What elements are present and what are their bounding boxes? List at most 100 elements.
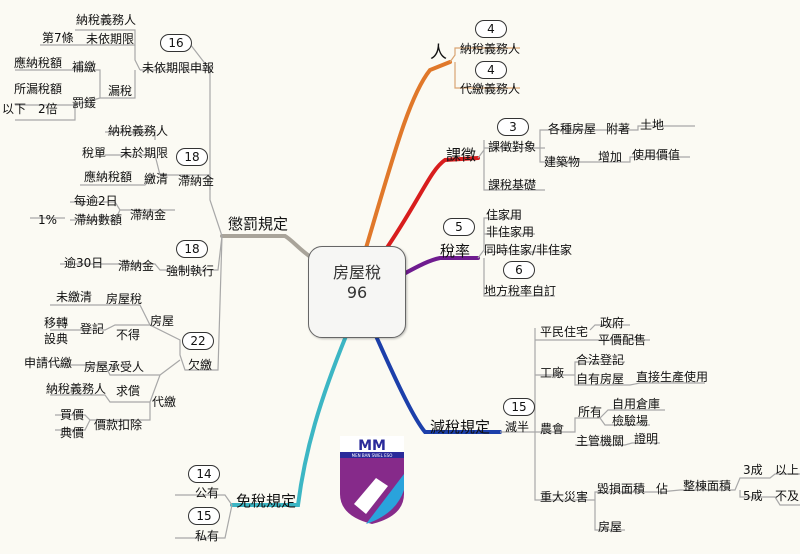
node-non-residential: 非住家用 <box>486 225 535 239</box>
badge-arrears: 22 <box>182 332 214 350</box>
node-overdue: 每逾2日 <box>74 194 118 208</box>
node-base: 課稅基礎 <box>488 178 537 192</box>
badge-person-1: 4 <box>475 20 507 38</box>
node-object: 課徵對象 <box>488 140 537 154</box>
node-fine: 罰鍰 <box>72 96 97 110</box>
node-double: 2倍 <box>38 102 58 116</box>
node-below: 不及 <box>775 489 800 503</box>
node-below-limit: 以下 <box>2 102 27 116</box>
node-supplement: 補繳 <box>72 60 97 74</box>
node-reimburse: 求償 <box>116 384 141 398</box>
node-apply-payment: 申請代繳 <box>24 356 73 370</box>
badge-unfiled: 16 <box>160 34 192 52</box>
node-reduction: 減稅規定 <box>430 418 491 436</box>
node-evaded-tax: 所漏稅額 <box>14 82 63 96</box>
node-residential: 住家用 <box>486 208 523 222</box>
node-late-owed: 應納稅額 <box>84 170 133 184</box>
node-over30: 逾30日 <box>64 256 104 270</box>
node-direct-use: 直接生產使用 <box>636 370 709 384</box>
node-attached: 附著 <box>606 122 631 136</box>
node-building: 建築物 <box>544 155 581 169</box>
node-levy: 課徵 <box>446 146 477 164</box>
central-subtitle: 96 <box>346 283 368 302</box>
node-own-warehouse: 自用倉庫 <box>612 397 661 411</box>
node-reduction-house: 房屋 <box>598 520 623 534</box>
node-exemption: 免稅規定 <box>236 492 297 510</box>
node-estimate: 佔 <box>656 482 669 496</box>
node-mortgage: 設典 <box>44 332 69 346</box>
node-farm: 農會 <box>540 422 565 436</box>
badge-late: 18 <box>176 148 208 166</box>
branch-reduction <box>374 334 502 434</box>
branch-person <box>364 60 452 250</box>
branch-exemption <box>230 334 348 507</box>
node-register: 登記 <box>80 322 105 336</box>
node-late-fee: 滯納金 <box>130 208 167 222</box>
node-authority: 主管機關 <box>576 434 625 448</box>
node-factory: 工廠 <box>540 366 565 380</box>
central-node: 房屋稅 96 <box>308 246 406 338</box>
node-not-on-time: 未依期限 <box>86 32 135 46</box>
badge-reduction: 15 <box>503 398 535 416</box>
central-title: 房屋稅 <box>332 263 381 282</box>
node-penalty: 懲罰規定 <box>228 215 289 233</box>
node-unfiled: 未依期限申報 <box>142 61 215 75</box>
node-distribution: 平價配售 <box>598 333 647 347</box>
node-legal-reg: 合法登記 <box>576 353 625 367</box>
node-evaded: 漏稅 <box>108 84 133 98</box>
node-owned: 所有 <box>578 405 603 419</box>
node-agent: 代繳義務人 <box>460 82 521 96</box>
node-inspection: 檢驗場 <box>612 414 649 428</box>
badge-exemption-1: 14 <box>188 465 220 483</box>
node-taxpayer: 納稅義務人 <box>460 42 521 56</box>
node-pay: 繳清 <box>144 172 169 186</box>
node-one-percent: 1% <box>38 213 58 227</box>
node-late-taxpayer: 納稅義務人 <box>108 124 169 138</box>
node-public-housing: 平民住宅 <box>540 325 589 339</box>
node-increase: 增加 <box>598 150 623 164</box>
node-local-rate: 地方稅率自訂 <box>484 284 557 298</box>
badge-rate-2: 6 <box>503 261 535 279</box>
node-thirty: 3成 <box>743 463 763 477</box>
node-tax-bill: 稅單 <box>82 146 107 160</box>
node-public: 公有 <box>195 486 220 500</box>
node-house-acquirer: 房屋承受人 <box>84 360 145 374</box>
svg-text:MM: MM <box>358 438 386 454</box>
badge-exemption-2: 15 <box>188 507 220 525</box>
badge-enforce: 18 <box>176 240 208 258</box>
logo: MM MEN BAN SWEL ESO <box>340 436 404 524</box>
node-disaster: 重大災害 <box>540 490 589 504</box>
node-houses: 各種房屋 <box>548 122 597 136</box>
node-pawn-price: 典價 <box>60 426 85 440</box>
node-unfiled-taxpayer: 納稅義務人 <box>76 13 137 27</box>
node-pay-behalf: 代繳 <box>152 395 177 409</box>
node-rate: 稅率 <box>440 242 471 260</box>
node-deduct: 價款扣除 <box>94 418 143 432</box>
node-mixed: 同時住家/非住家 <box>484 243 573 257</box>
node-land: 土地 <box>640 118 665 132</box>
node-not-allowed: 不得 <box>116 328 141 342</box>
node-own-house: 自有房屋 <box>576 372 625 386</box>
badge-rate-1: 5 <box>443 218 475 236</box>
node-unfiled-owed: 應納稅額 <box>14 56 63 70</box>
node-arrears: 欠繳 <box>188 358 213 372</box>
node-damaged-area: 毀損面積 <box>597 482 646 496</box>
node-above: 以上 <box>775 463 800 477</box>
node-enforce: 強制執行 <box>166 264 215 278</box>
node-art7: 第7條 <box>42 31 74 45</box>
branch-levy <box>380 156 480 257</box>
node-person: 人 <box>430 43 447 63</box>
node-buy-price: 買價 <box>60 408 85 422</box>
node-unpaid: 未繳清 <box>56 290 93 304</box>
node-arrears-taxpayer: 納稅義務人 <box>46 382 107 396</box>
node-enforce-fee: 滯納金 <box>118 259 155 273</box>
node-transfer: 移轉 <box>44 316 69 330</box>
node-whole-area: 整棟面積 <box>683 479 732 493</box>
node-fifty: 5成 <box>743 489 763 503</box>
node-late-amount: 滯納數額 <box>74 213 123 227</box>
node-not-in-period: 未於期限 <box>120 146 169 160</box>
node-private: 私有 <box>195 529 220 543</box>
badge-person-2: 4 <box>475 61 507 79</box>
node-house-tax: 房屋稅 <box>106 292 143 306</box>
